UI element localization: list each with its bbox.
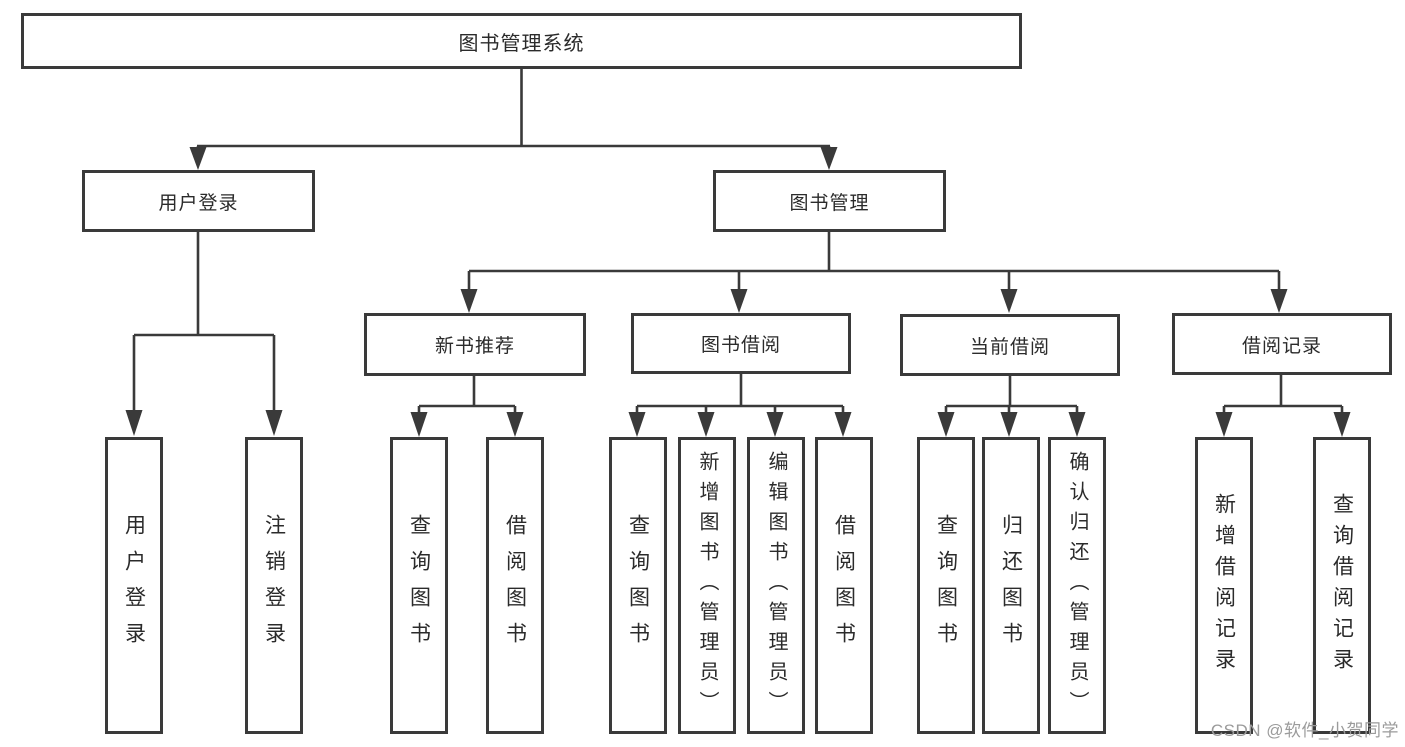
connector-borrow-records-to-leaves [1215, 375, 1351, 437]
node-label: 确认归还（管理员） [1066, 450, 1088, 721]
node-current-borrowing: 当前借阅 [900, 314, 1120, 376]
node-library-management-system: 图书管理系统 [21, 13, 1022, 69]
node-label: 借阅图书 [503, 513, 527, 658]
node-leaf-query-books-borrow: 查询图书 [609, 437, 667, 734]
node-leaf-return-books: 归还图书 [982, 437, 1040, 734]
node-label: 查询借阅记录 [1330, 492, 1354, 679]
node-label: 新增图书（管理员） [696, 450, 718, 721]
node-leaf-query-books-rec: 查询图书 [390, 437, 448, 734]
connector-new-book-rec-to-leaves [410, 375, 524, 437]
connector-root-to-level1 [189, 68, 838, 170]
connector-user-login-to-leaves [125, 232, 283, 436]
node-leaf-borrow-books: 借阅图书 [815, 437, 873, 734]
node-label: 当前借阅 [969, 336, 1050, 358]
node-leaf-add-borrow-record: 新增借阅记录 [1195, 437, 1253, 734]
node-leaf-confirm-return-admin: 确认归还（管理员） [1048, 437, 1106, 734]
node-book-borrowing: 图书借阅 [631, 313, 851, 374]
node-label: 用户登录 [158, 192, 239, 214]
node-leaf-query-borrow-record: 查询借阅记录 [1313, 437, 1371, 734]
node-label: 查询图书 [934, 513, 958, 658]
watermark: CSDN @软件_小贺同学 [1210, 721, 1399, 740]
node-leaf-edit-books-admin: 编辑图书（管理员） [747, 437, 805, 734]
node-user-login: 用户登录 [82, 170, 315, 232]
node-label: 图书管理 [789, 192, 870, 214]
connector-book-mgmt-to-level2 [460, 232, 1288, 313]
node-label: 图书借阅 [700, 335, 781, 356]
node-leaf-borrow-books-rec: 借阅图书 [486, 437, 544, 734]
node-label: 用户登录 [122, 513, 146, 658]
node-label: 查询图书 [626, 513, 650, 658]
node-leaf-user-login: 用户登录 [105, 437, 163, 734]
node-leaf-add-books-admin: 新增图书（管理员） [678, 437, 736, 734]
node-label: 查询图书 [407, 513, 431, 658]
node-label: 借阅图书 [832, 513, 856, 658]
connector-current-borrow-to-leaves [937, 376, 1086, 437]
node-label: 编辑图书（管理员） [765, 450, 787, 721]
node-label: 新书推荐 [434, 336, 515, 357]
node-label: 图书管理系统 [458, 32, 585, 55]
node-label: 注销登录 [262, 513, 286, 658]
node-new-book-recommendation: 新书推荐 [364, 313, 586, 376]
node-label: 新增借阅记录 [1212, 492, 1236, 679]
node-label: 借阅记录 [1241, 335, 1322, 357]
node-leaf-logout: 注销登录 [245, 437, 303, 734]
connector-book-borrow-to-leaves [628, 373, 852, 437]
node-borrowing-records: 借阅记录 [1172, 313, 1392, 375]
node-leaf-query-books-current: 查询图书 [917, 437, 975, 734]
node-label: 归还图书 [999, 513, 1023, 658]
node-book-management: 图书管理 [713, 170, 946, 232]
